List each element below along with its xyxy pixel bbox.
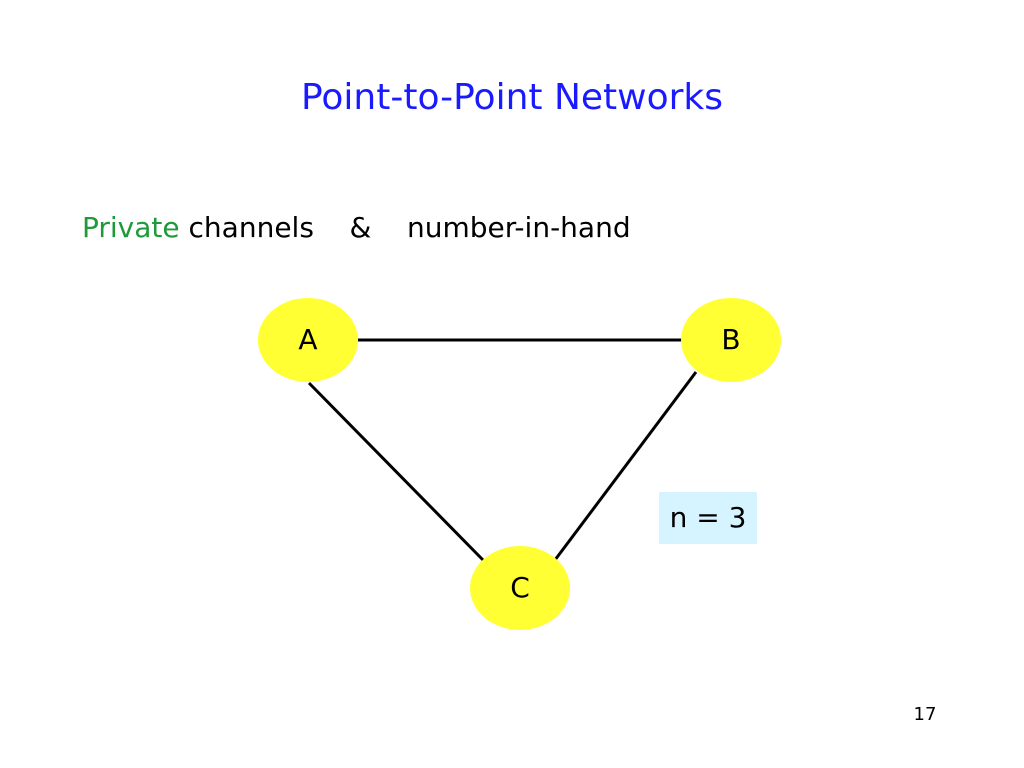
slide-subtitle: Private channels & number-in-hand (82, 208, 631, 248)
subtitle-rest: channels & number-in-hand (179, 211, 631, 244)
page-number: 17 (913, 704, 937, 725)
node-count-note: n = 3 (659, 492, 757, 544)
node-a (258, 298, 358, 382)
node-b-label: B (721, 323, 740, 356)
edge-a-c (307, 381, 485, 562)
node-a-label: A (298, 323, 317, 356)
node-c-label: C (510, 571, 530, 604)
edge-b-c (553, 371, 698, 561)
subtitle-accent-word: Private (82, 211, 180, 244)
node-b (681, 298, 781, 382)
slide-title: Point-to-Point Networks (300, 77, 724, 118)
node-c (470, 546, 570, 630)
